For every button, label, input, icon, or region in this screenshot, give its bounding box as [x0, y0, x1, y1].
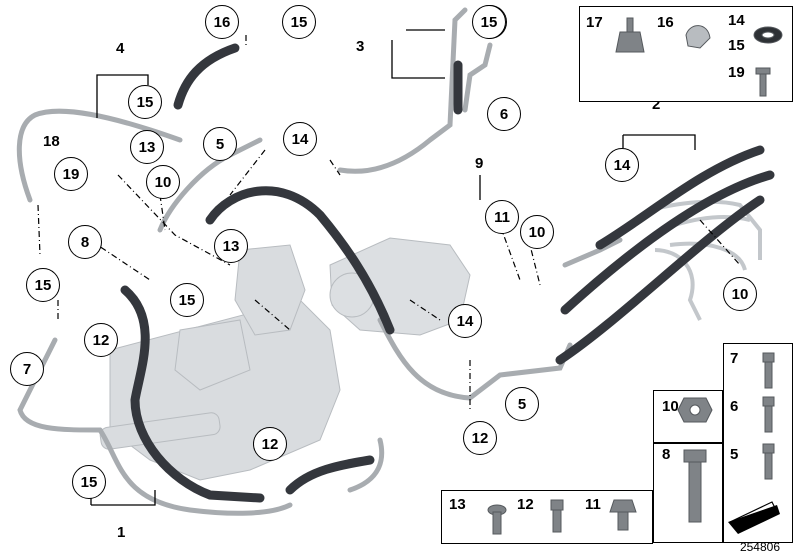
leader-number: 3 — [356, 38, 365, 55]
legend-box-right — [723, 343, 793, 543]
legend-number: 14 — [728, 12, 745, 29]
callout-circle: 14 — [605, 148, 639, 182]
callout-circle: 19 — [54, 157, 88, 191]
callout-circle: 6 — [487, 97, 521, 131]
leader-number: 9 — [475, 155, 484, 172]
legend-number: 17 — [586, 14, 603, 31]
callout-circle: 12 — [463, 421, 497, 455]
callout-circle: 10 — [520, 215, 554, 249]
callout-circle: 5 — [505, 387, 539, 421]
leader-number: 4 — [116, 40, 125, 57]
callout-circle: 12 — [253, 427, 287, 461]
legend-number: 10 — [662, 398, 679, 415]
legend-number: 5 — [730, 446, 739, 463]
metal-pipes — [16, 7, 623, 516]
callout-circle: 15 — [170, 283, 204, 317]
callout-circle: 10 — [146, 165, 180, 199]
callout-circle: 7 — [10, 352, 44, 386]
legend-number: 7 — [730, 350, 739, 367]
leader-lines — [37, 35, 741, 410]
legend-number: 6 — [730, 398, 739, 415]
callout-circle: 15 — [282, 5, 316, 39]
leader-brackets — [90, 29, 696, 506]
legend-number: 11 — [585, 496, 601, 513]
legend-number: 8 — [662, 446, 671, 463]
document-number: 254806 — [739, 540, 780, 554]
legend-number: 19 — [728, 64, 745, 81]
callout-circle: 10 — [723, 277, 757, 311]
legend-box-bottom — [441, 490, 653, 544]
callout-circle: 13 — [214, 229, 248, 263]
leader-number: 1 — [117, 524, 126, 541]
callout-circle: 15 — [26, 268, 60, 302]
callout-circle: 13 — [130, 130, 164, 164]
callout-circle: 16 — [205, 5, 239, 39]
rubber-hoses — [120, 43, 775, 503]
legend-number: 13 — [449, 496, 466, 513]
callout-circle: 14 — [448, 304, 482, 338]
callout-circle: 15 — [128, 85, 162, 119]
legend-number: 12 — [517, 496, 534, 513]
steering-gear-illustration — [99, 244, 341, 481]
legend-number: 16 — [657, 14, 674, 31]
callout-circle: 11 — [485, 200, 519, 234]
callout-circle: 15 — [472, 5, 506, 39]
callout-circle: 12 — [84, 323, 118, 357]
callout-circle: 8 — [68, 225, 102, 259]
callout-circle: 14 — [283, 122, 317, 156]
callout-circle: 15 — [72, 465, 106, 499]
legend-box-top — [579, 6, 793, 102]
callout-circle: 5 — [203, 127, 237, 161]
leader-number: 18 — [43, 133, 60, 150]
leader-number: 2 — [652, 96, 661, 113]
legend-number: 15 — [728, 37, 745, 54]
